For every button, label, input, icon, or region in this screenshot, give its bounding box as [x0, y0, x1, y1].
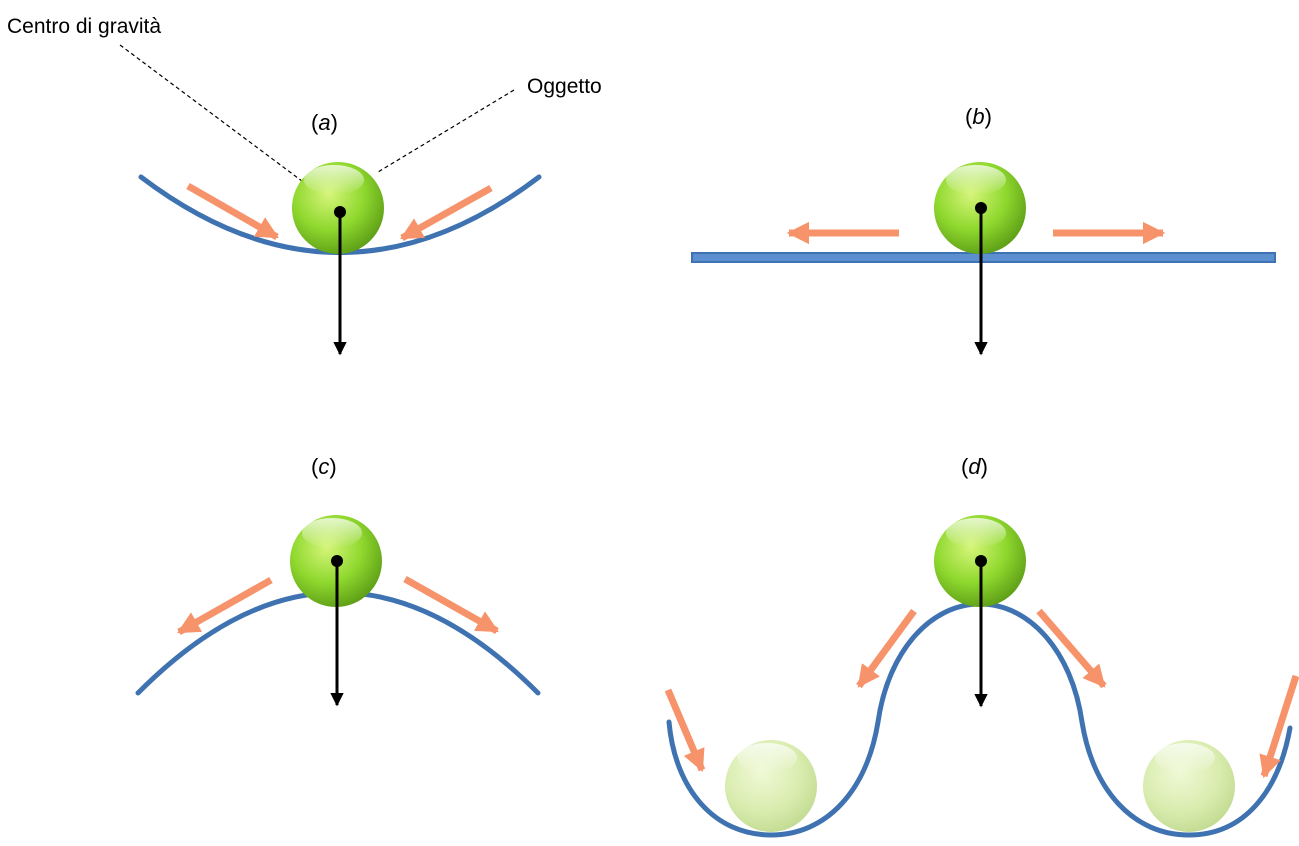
panel-a-label: (a)	[311, 110, 338, 135]
center-of-gravity-point	[975, 555, 987, 567]
panel-a: (a)	[138, 110, 542, 356]
motion-arrow-icon	[856, 608, 917, 689]
motion-arrow-icon	[400, 184, 493, 242]
motion-arrow-icon	[403, 575, 499, 635]
center-of-gravity-point	[334, 206, 346, 218]
center-of-gravity-label: Centro di gravità	[7, 15, 161, 38]
motion-arrow-icon	[664, 688, 706, 773]
panel-d-label: (d)	[961, 454, 988, 479]
ghost-ball-icon	[725, 740, 817, 832]
panel-c-label: (c)	[311, 454, 337, 479]
center-of-gravity-point	[975, 202, 987, 214]
ghost-ball-icon	[1143, 740, 1235, 832]
center-of-gravity-leader	[119, 44, 335, 206]
motion-arrow-icon	[1259, 674, 1299, 779]
motion-arrow-icon	[186, 182, 279, 241]
panel-b: (b)	[691, 104, 1276, 356]
center-of-gravity-point	[331, 555, 343, 567]
panel-d: (d)	[664, 454, 1299, 838]
object-label: Oggetto	[527, 75, 602, 98]
object-leader	[377, 89, 515, 173]
panel-c: (c)	[135, 454, 541, 707]
flat-surface	[691, 252, 1276, 263]
panel-b-label: (b)	[965, 104, 992, 129]
motion-arrow-icon	[177, 576, 273, 636]
motion-arrow-icon	[1036, 608, 1107, 689]
